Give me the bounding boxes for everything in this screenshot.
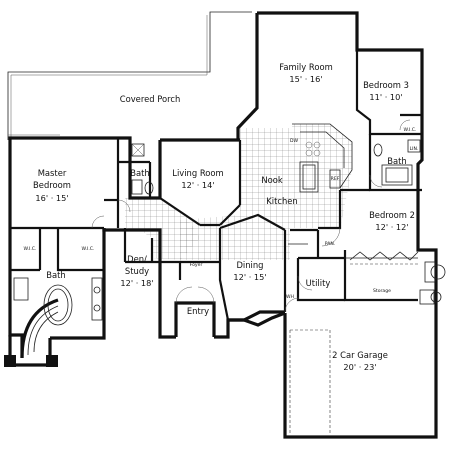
dim-living-room: 12' · 14' — [181, 180, 214, 190]
label-living-room: Living Room — [172, 168, 223, 178]
exterior-walls — [8, 11, 438, 439]
label-storage: Storage — [373, 288, 391, 294]
label-wic-master-left: W.I.C. — [24, 246, 37, 252]
label-wic-bedroom3: W.I.C. — [404, 127, 417, 133]
label-utility: Utility — [306, 278, 331, 288]
label-bath-master: Bath — [46, 270, 65, 280]
dining-bay — [228, 311, 286, 327]
room-labels: Covered Porch Family Room 15' · 16' Bedr… — [33, 62, 415, 372]
dim-bedroom-2: 12' · 12' — [375, 222, 408, 232]
bath-fixtures — [131, 139, 421, 195]
dim-master: 16' · 15' — [35, 193, 68, 203]
label-garage: 2 Car Garage — [332, 350, 388, 360]
label-ref: REF — [331, 176, 340, 182]
label-entry: Entry — [187, 306, 209, 316]
dim-den: 12' · 18' — [120, 278, 153, 288]
label-kitchen: Kitchen — [266, 196, 297, 206]
label-pantry: PAN. — [325, 241, 336, 247]
label-linen: LIN. — [410, 146, 419, 152]
covered-porch-outline — [7, 11, 252, 140]
label-family-room: Family Room — [279, 62, 332, 72]
label-foyer: Foyer — [190, 262, 203, 268]
label-den-2: Study — [125, 266, 149, 276]
label-bath-wing: Bath — [130, 168, 149, 178]
label-wh: WH — [286, 294, 294, 300]
interior-walls — [10, 50, 422, 321]
label-den-1: Den/ — [127, 254, 147, 264]
dim-bedroom-3: 11' · 10' — [369, 92, 402, 102]
label-wic-master-right: W.I.C. — [82, 246, 95, 252]
dim-family-room: 15' · 16' — [289, 74, 322, 84]
label-dw: DW — [290, 138, 299, 144]
label-master-2: Bedroom — [33, 180, 71, 190]
small-labels: W.I.C. W.I.C. W.I.C. LIN. PAN. Foyer Sto… — [24, 127, 419, 300]
master-bath-bay — [4, 277, 103, 367]
label-covered-porch: Covered Porch — [120, 94, 181, 104]
dim-dining: 12' · 15' — [233, 272, 266, 282]
label-bedroom-3: Bedroom 3 — [363, 80, 409, 90]
label-nook: Nook — [261, 175, 283, 185]
label-bedroom-2: Bedroom 2 — [369, 210, 415, 220]
garage-details — [289, 261, 446, 434]
kitchen-fixtures — [292, 123, 353, 193]
tile-floor — [125, 124, 352, 260]
label-bath-bed3: Bath — [387, 156, 406, 166]
closet-shelves — [288, 243, 419, 265]
dim-garage: 20' · 23' — [343, 362, 376, 372]
label-master-1: Master — [38, 168, 67, 178]
door-swings — [91, 119, 411, 313]
label-dining: Dining — [236, 260, 263, 270]
